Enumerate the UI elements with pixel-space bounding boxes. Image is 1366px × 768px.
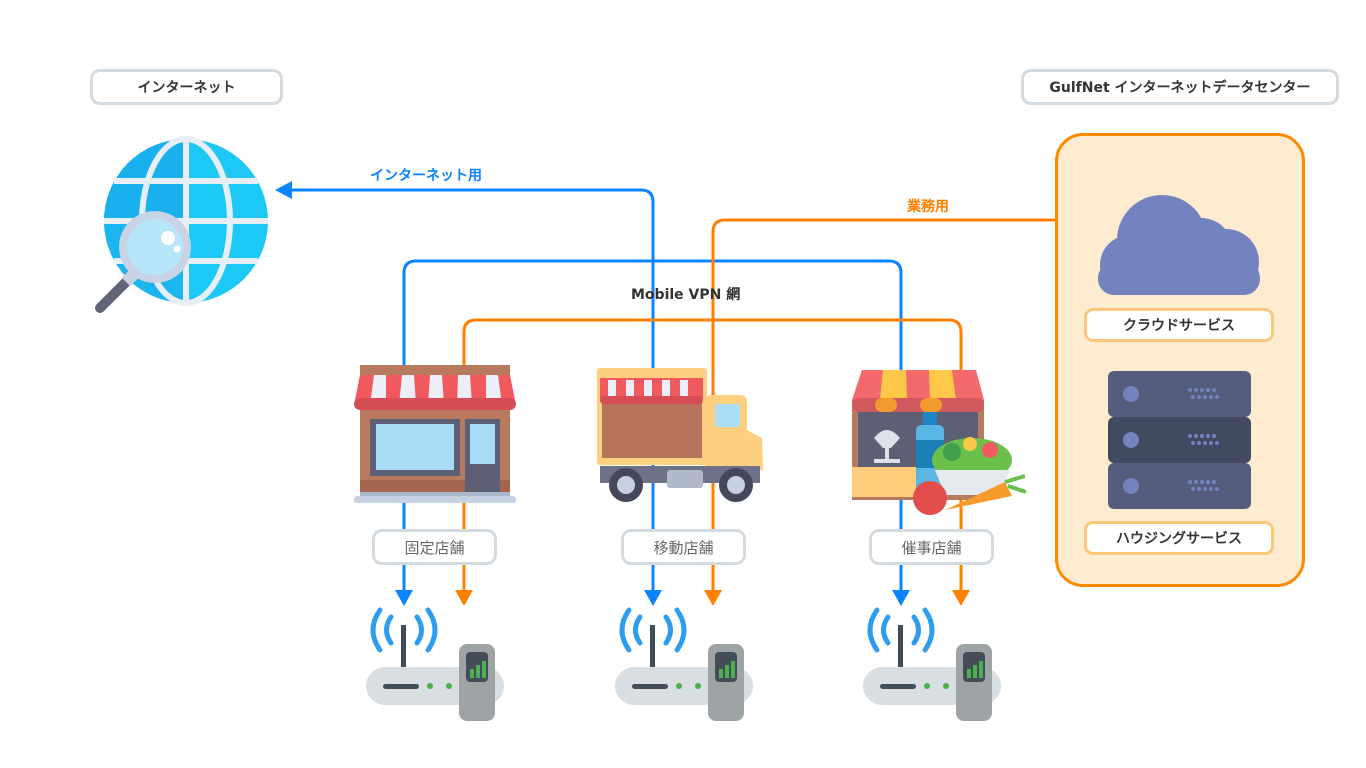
internet-line-stores — [402, 259, 903, 600]
business-line-stores — [462, 318, 963, 600]
store-label-fixed: 固定店舗 — [372, 529, 497, 565]
datacenter-header: GulfNet インターネットデータセンター — [1021, 69, 1339, 105]
arrow-down-orange-2 — [704, 590, 722, 606]
arrow-down-blue-3 — [892, 590, 910, 606]
business-use-label: 業務用 — [907, 199, 949, 215]
store-label-event: 催事店舗 — [869, 529, 994, 565]
internet-header: インターネット — [90, 69, 283, 105]
internet-use-label: インターネット用 — [370, 168, 482, 184]
store-label-mobile: 移動店舗 — [621, 529, 746, 565]
datacenter-panel — [1055, 133, 1305, 587]
mobile-vpn-label: Mobile VPN 網 — [631, 287, 741, 303]
cloud-service-label: クラウドサービス — [1084, 308, 1274, 342]
housing-service-label: ハウジングサービス — [1084, 521, 1274, 555]
business-line-truck — [711, 218, 1056, 600]
internet-line-truck — [292, 188, 655, 600]
arrow-down-blue-2 — [644, 590, 662, 606]
arrow-down-orange-3 — [952, 590, 970, 606]
arrow-down-orange-1 — [455, 590, 473, 606]
arrow-down-blue-1 — [395, 590, 413, 606]
arrow-to-internet — [275, 181, 292, 199]
